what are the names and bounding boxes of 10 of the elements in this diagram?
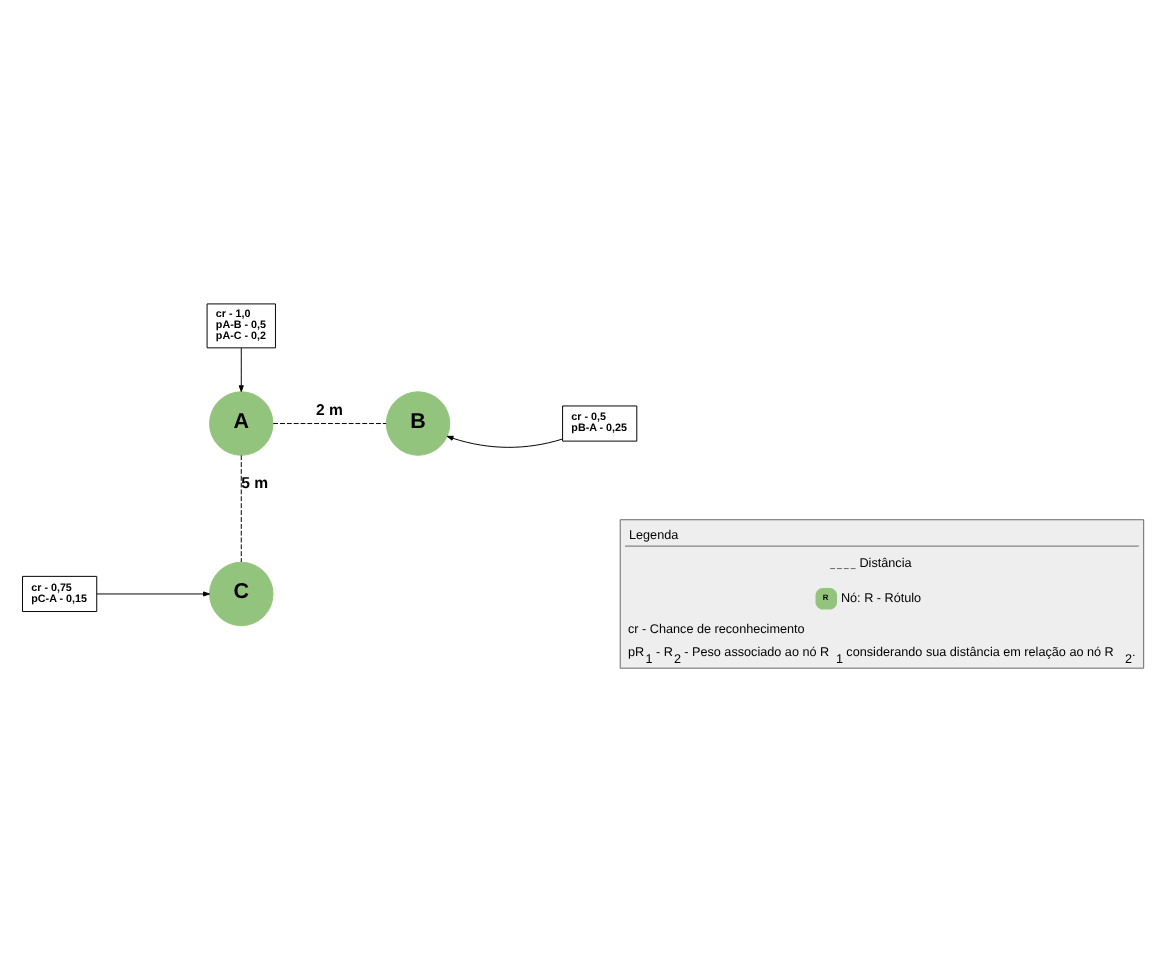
connector [240, 454, 242, 563]
edge-label: 5 m [241, 474, 269, 493]
arrow [446, 435, 563, 448]
edge-label: 2 m [315, 400, 343, 419]
node-circle: B [385, 391, 451, 456]
connector [272, 423, 387, 425]
arrow [96, 591, 210, 597]
node-circle: A [209, 391, 274, 456]
arrow [238, 347, 244, 393]
node-circle: C [209, 561, 274, 627]
